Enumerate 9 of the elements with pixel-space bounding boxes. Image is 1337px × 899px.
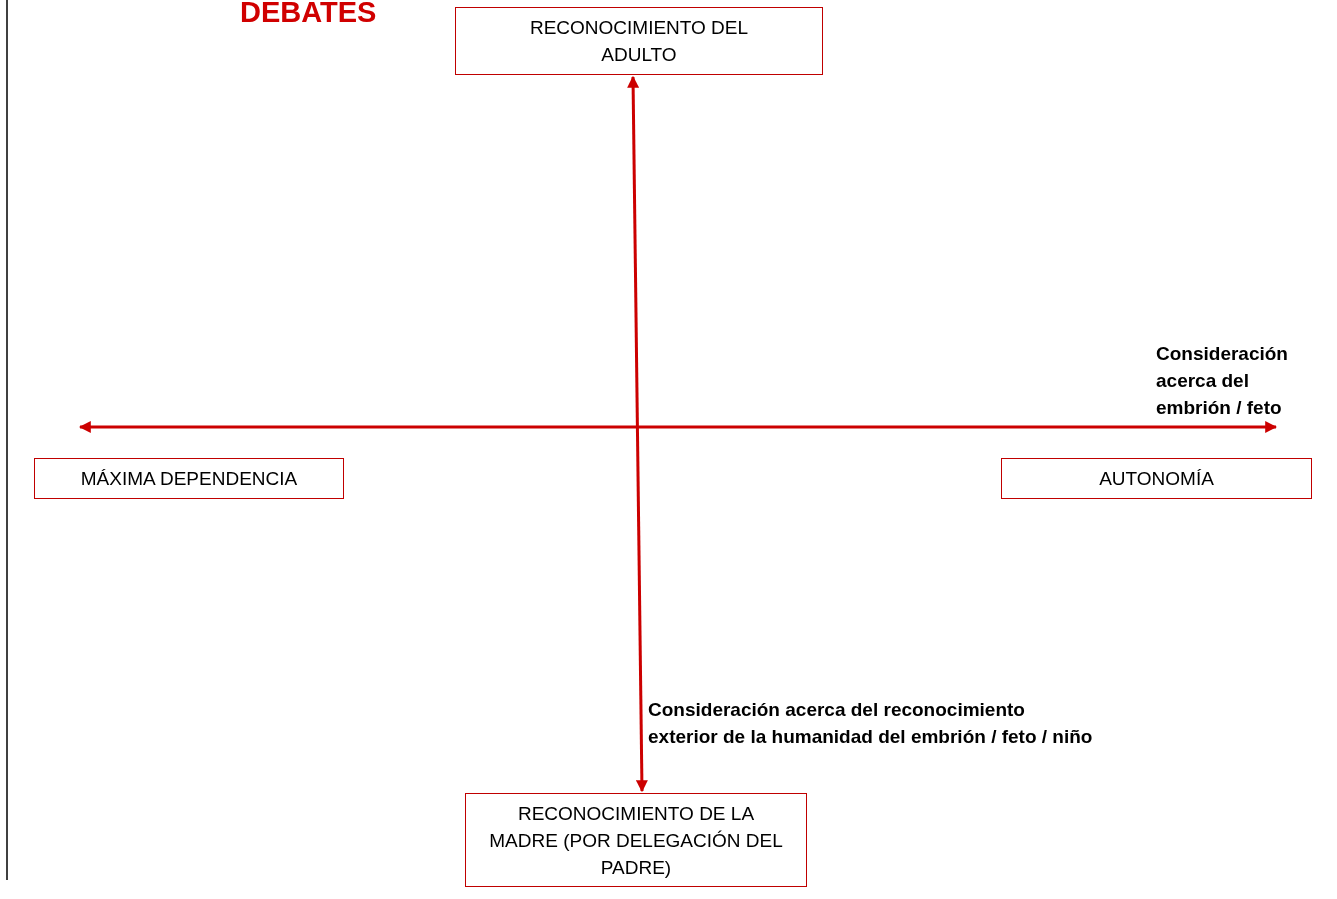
label-box: RECONOCIMIENTO DEL ADULTO [455,7,823,75]
label-box: AUTONOMÍA [1001,458,1312,499]
label-box: RECONOCIMIENTO DE LA MADRE (POR DELEGACIÓN DEL PADRE) [465,793,807,887]
axis-label: Consideración acerca del reconocimiento exterior de la humanidad del embrión / feto / niño [648,698,1093,749]
arrow [78,421,1278,433]
title: DEBATES [240,0,377,28]
label-box: MÁXIMA DEPENDENCIA [34,458,344,499]
axis-label: Consideración acerca del embrión / feto [1156,342,1289,420]
arrow [627,75,648,793]
